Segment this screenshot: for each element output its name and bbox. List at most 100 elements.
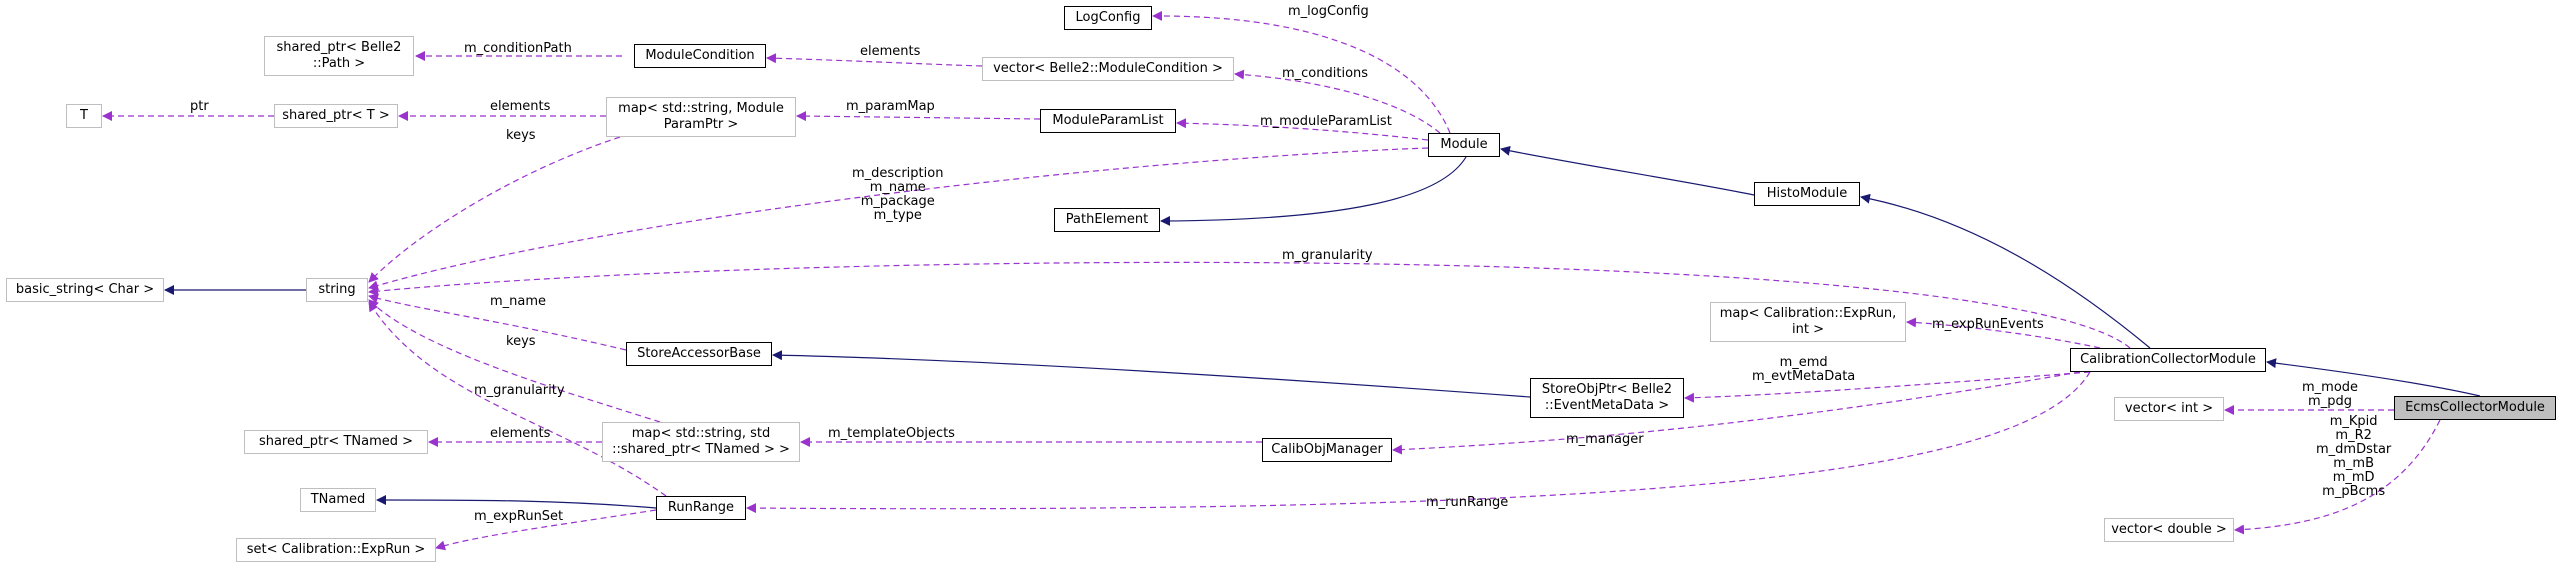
node-map-exp-run[interactable]: map< Calibration::ExpRun,int >	[1710, 302, 1906, 342]
text-line: CalibrationCollectorModule	[2080, 352, 2256, 367]
label-elements-tnamed: elements	[490, 427, 550, 441]
text-line: m_conditions	[1282, 66, 1369, 81]
text-line: keys	[506, 334, 536, 349]
edge-map-tnamed-to-string	[368, 299, 661, 423]
text-line: StoreObjPtr< Belle2	[1541, 382, 1673, 397]
text-line: m_mode	[2302, 380, 2359, 395]
text-line: basic_string< Char >	[15, 282, 155, 297]
label-m-runrange: m_runRange	[1426, 496, 1508, 510]
edge-calibration-collector-to-calib-obj-manager	[1392, 371, 2081, 455]
text-line: keys	[506, 128, 536, 143]
text-line: set< Calibration::ExpRun >	[246, 542, 426, 557]
text-line: vector< int >	[2124, 401, 2214, 416]
text-line: int >	[1792, 322, 1824, 337]
edge-module-to-string	[368, 147, 1429, 291]
text-line: EcmsCollectorModule	[2405, 400, 2545, 415]
label-m-exprunevents: m_expRunEvents	[1932, 318, 2044, 332]
node-vector-int[interactable]: vector< int >	[2114, 397, 2224, 421]
text-line: m_evtMetaData	[1752, 369, 1856, 384]
node-t[interactable]: T	[66, 104, 102, 128]
text-line: ptr	[190, 99, 209, 114]
text-line: map< std::string, std	[631, 426, 771, 441]
text-line: shared_ptr< Belle2	[276, 40, 402, 55]
label-m-granularity-runrange: m_granularity	[474, 384, 565, 398]
edge-calibration-collector-to-storeobjptr	[1684, 371, 2091, 403]
text-line: elements	[490, 426, 551, 441]
node-tnamed[interactable]: TNamed	[300, 488, 376, 512]
edge-ecms-to-vector-double	[2234, 419, 2441, 535]
text-line: m_pdg	[2308, 394, 2352, 409]
text-line: HistoModule	[1766, 186, 1848, 201]
text-line: RunRange	[667, 500, 735, 515]
text-line: shared_ptr< TNamed >	[258, 434, 414, 449]
text-line: m_type	[873, 208, 922, 223]
label-ptr: ptr	[190, 100, 209, 114]
node-module-condition[interactable]: ModuleCondition	[634, 44, 766, 68]
node-path-element[interactable]: PathElement	[1054, 208, 1160, 232]
text-line: ::Path >	[312, 56, 366, 71]
text-line: vector< double >	[2111, 522, 2227, 537]
node-basic-string[interactable]: basic_string< Char >	[6, 278, 164, 302]
text-line: m_description	[852, 166, 944, 181]
text-line: m_logConfig	[1288, 4, 1369, 19]
edge-calibration-collector-to-histo	[1860, 193, 2151, 349]
node-shared-ptr-path[interactable]: shared_ptr< Belle2::Path >	[264, 36, 414, 76]
edge-module-to-param-list	[1176, 118, 1429, 141]
edge-store-accessor-to-string	[368, 293, 627, 351]
node-vector-double[interactable]: vector< double >	[2104, 518, 2234, 542]
edge-runrange-to-string	[368, 301, 667, 497]
node-set-exp-run[interactable]: set< Calibration::ExpRun >	[236, 538, 436, 562]
node-run-range[interactable]: RunRange	[656, 496, 746, 520]
node-store-obj-ptr[interactable]: StoreObjPtr< Belle2::EventMetaData >	[1530, 378, 1684, 418]
node-map-shared-ptr-tnamed[interactable]: map< std::string, std::shared_ptr< TName…	[602, 422, 800, 462]
text-line: TNamed	[310, 492, 366, 507]
edge-vector-condition-to-module-condition	[766, 53, 983, 67]
text-line: map< std::string, Module	[618, 101, 784, 116]
node-histo-module[interactable]: HistoModule	[1754, 182, 1860, 206]
text-line: PathElement	[1065, 212, 1149, 227]
node-calibration-collector-module[interactable]: CalibrationCollectorModule	[2070, 348, 2266, 372]
label-elements-shared-ptr: elements	[490, 100, 550, 114]
node-module-param-list[interactable]: ModuleParamList	[1040, 109, 1176, 133]
label-m-granularity-top: m_granularity	[1282, 249, 1373, 263]
node-shared-ptr-tnamed[interactable]: shared_ptr< TNamed >	[244, 430, 428, 454]
text-line: m_paramMap	[846, 99, 935, 114]
edge-module-to-path-element	[1160, 156, 1467, 226]
node-string[interactable]: string	[306, 278, 368, 302]
text-line: CalibObjManager	[1271, 442, 1383, 457]
edge-module-to-vector-condition	[1234, 69, 1441, 134]
edge-calibration-collector-to-runrange	[746, 371, 2091, 514]
text-line: m_name	[490, 294, 547, 309]
edge-histo-to-module	[1500, 145, 1755, 196]
text-line: map< Calibration::ExpRun,	[1719, 306, 1897, 321]
edge-param-list-to-map-param	[796, 111, 1041, 122]
node-vector-module-condition[interactable]: vector< Belle2::ModuleCondition >	[982, 57, 1234, 81]
edge-ecms-to-calibration-collector	[2266, 358, 2481, 397]
node-calib-obj-manager[interactable]: CalibObjManager	[1262, 438, 1392, 462]
label-keys-upper: keys	[506, 129, 536, 143]
text-line: elements	[490, 99, 551, 114]
text-line: m_dmDstar	[2316, 442, 2392, 457]
label-m-templateobjects: m_templateObjects	[828, 427, 955, 441]
text-line: T	[80, 108, 88, 123]
label-m-moduleparamlist: m_moduleParamList	[1260, 115, 1392, 129]
text-line: m_R2	[2335, 428, 2372, 443]
text-line: m_pBcms	[2322, 484, 2386, 499]
text-line: LogConfig	[1075, 10, 1141, 25]
text-line: m_name	[869, 180, 926, 195]
label-m-manager: m_manager	[1566, 433, 1644, 447]
label-elements-module-condition: elements	[860, 45, 920, 59]
node-log-config[interactable]: LogConfig	[1064, 6, 1152, 30]
text-line: m_package	[860, 194, 935, 209]
node-shared-ptr-t[interactable]: shared_ptr< T >	[274, 104, 398, 128]
text-line: m_Kpid	[2329, 414, 2378, 429]
node-module[interactable]: Module	[1428, 133, 1500, 157]
node-store-accessor-base[interactable]: StoreAccessorBase	[626, 342, 772, 366]
node-ecms-collector-module[interactable]: EcmsCollectorModule	[2394, 396, 2556, 420]
edge-runrange-to-set-exp-run	[435, 509, 657, 551]
